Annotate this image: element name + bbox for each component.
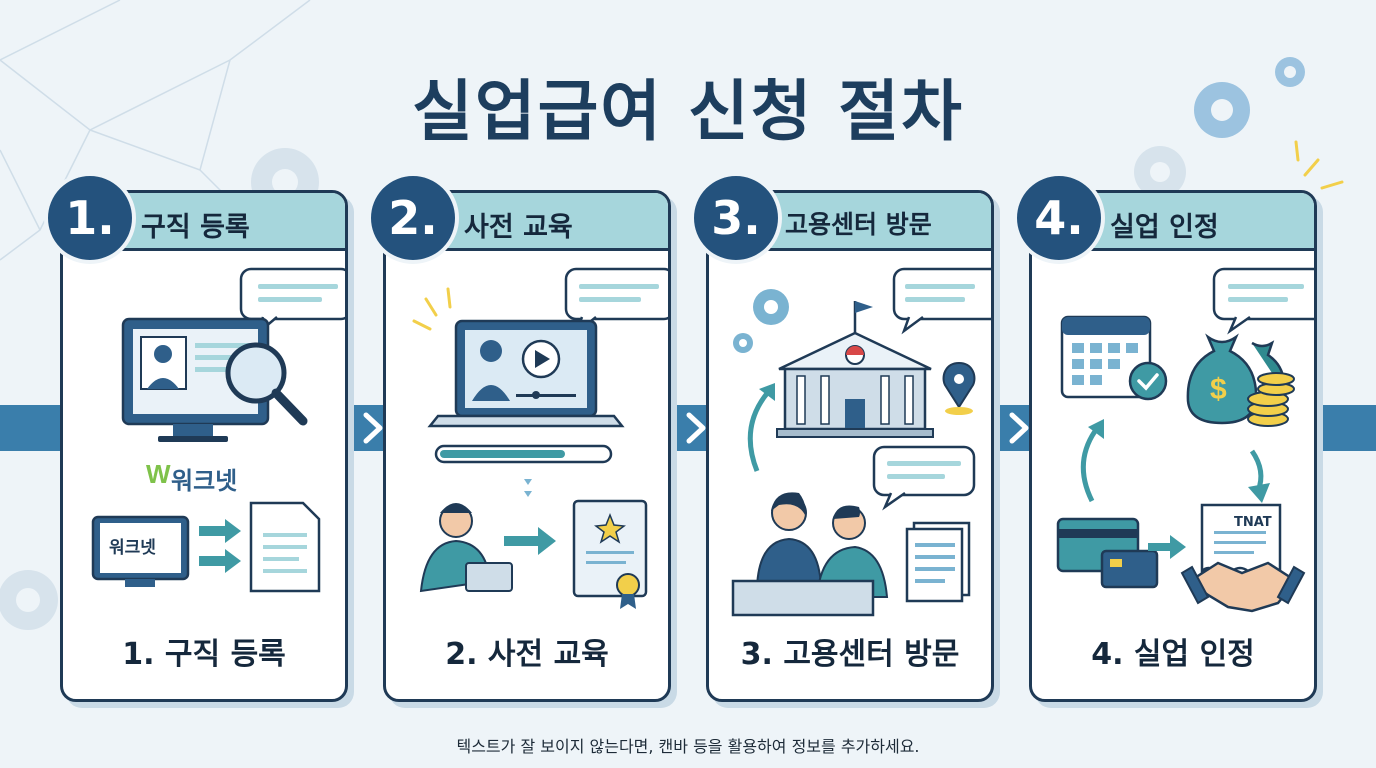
speech-bubble-icon [892, 267, 991, 335]
step-card-2: 사전 교육 2. 사전 교육 [383, 190, 671, 702]
laptop-icon [427, 319, 625, 428]
progress-bar [434, 444, 613, 464]
counselor-icon [755, 492, 823, 588]
credit-card-icon [1056, 517, 1159, 589]
monitor-icon [121, 317, 270, 442]
step-label: 1. 구직 등록 [122, 637, 286, 672]
pre-education-illustration [412, 267, 668, 609]
coins-icon [1247, 372, 1295, 427]
step-header-text: 사전 교육 [464, 212, 573, 243]
small-monitor-icon [91, 515, 190, 587]
step-label: 3. 고용센터 방문 [740, 637, 960, 672]
step-number-badge: 4. [1013, 172, 1105, 264]
play-icon [521, 339, 561, 379]
step-card-1: 구직 등록 W 워크넷 워크넷 1. 구직 등록 [60, 190, 348, 702]
step-header-text: 실업 인정 [1110, 212, 1219, 243]
chevron-right-icon [1009, 412, 1029, 444]
document-icon [249, 501, 321, 593]
page-title: 실업급여 신청 절차 [412, 73, 964, 150]
handshake-icon [1180, 561, 1306, 613]
speech-bubble-icon [1212, 267, 1314, 335]
step-label: 2. 사전 교육 [445, 637, 609, 672]
step-card-4: 실업 인정 $ TNAT 4. 실업 인정 [1029, 190, 1317, 702]
job-registration-illustration: W [91, 267, 345, 593]
worknet-screen-text: 워크넷 [109, 538, 156, 558]
chevron-right-icon [686, 412, 706, 444]
contract-document-text: TNAT [1234, 515, 1272, 530]
speech-bubble-icon [872, 445, 976, 511]
map-pin-icon [942, 361, 976, 415]
step-header-text: 고용센터 방문 [785, 210, 932, 239]
employment-center-illustration [731, 267, 991, 617]
calendar-icon [1060, 315, 1168, 401]
certificate-icon [572, 499, 648, 609]
chevron-right-icon [363, 412, 383, 444]
unemployment-recognition-illustration: $ [1056, 267, 1314, 613]
form-document-icon [905, 521, 971, 603]
step-header-text: 구직 등록 [141, 212, 250, 243]
building-icon [776, 301, 934, 438]
worknet-logo: 워크넷 [171, 467, 238, 495]
footer-note: 텍스트가 잘 보이지 않는다면, 캔바 등을 활용하여 정보를 추가하세요. [456, 737, 920, 756]
speech-bubble-icon [564, 267, 668, 337]
svg-text:W: W [146, 459, 171, 489]
step-card-3: 고용센터 방문 3. 고용센터 방문 [706, 190, 994, 702]
magnifier-icon [225, 342, 308, 426]
step-label: 4. 실업 인정 [1091, 637, 1255, 672]
student-icon [419, 503, 513, 593]
step-number-badge: 3. [690, 172, 782, 264]
step-number-badge: 2. [367, 172, 459, 264]
step-number-badge: 1. [44, 172, 136, 264]
svg-text:$: $ [1210, 373, 1227, 406]
